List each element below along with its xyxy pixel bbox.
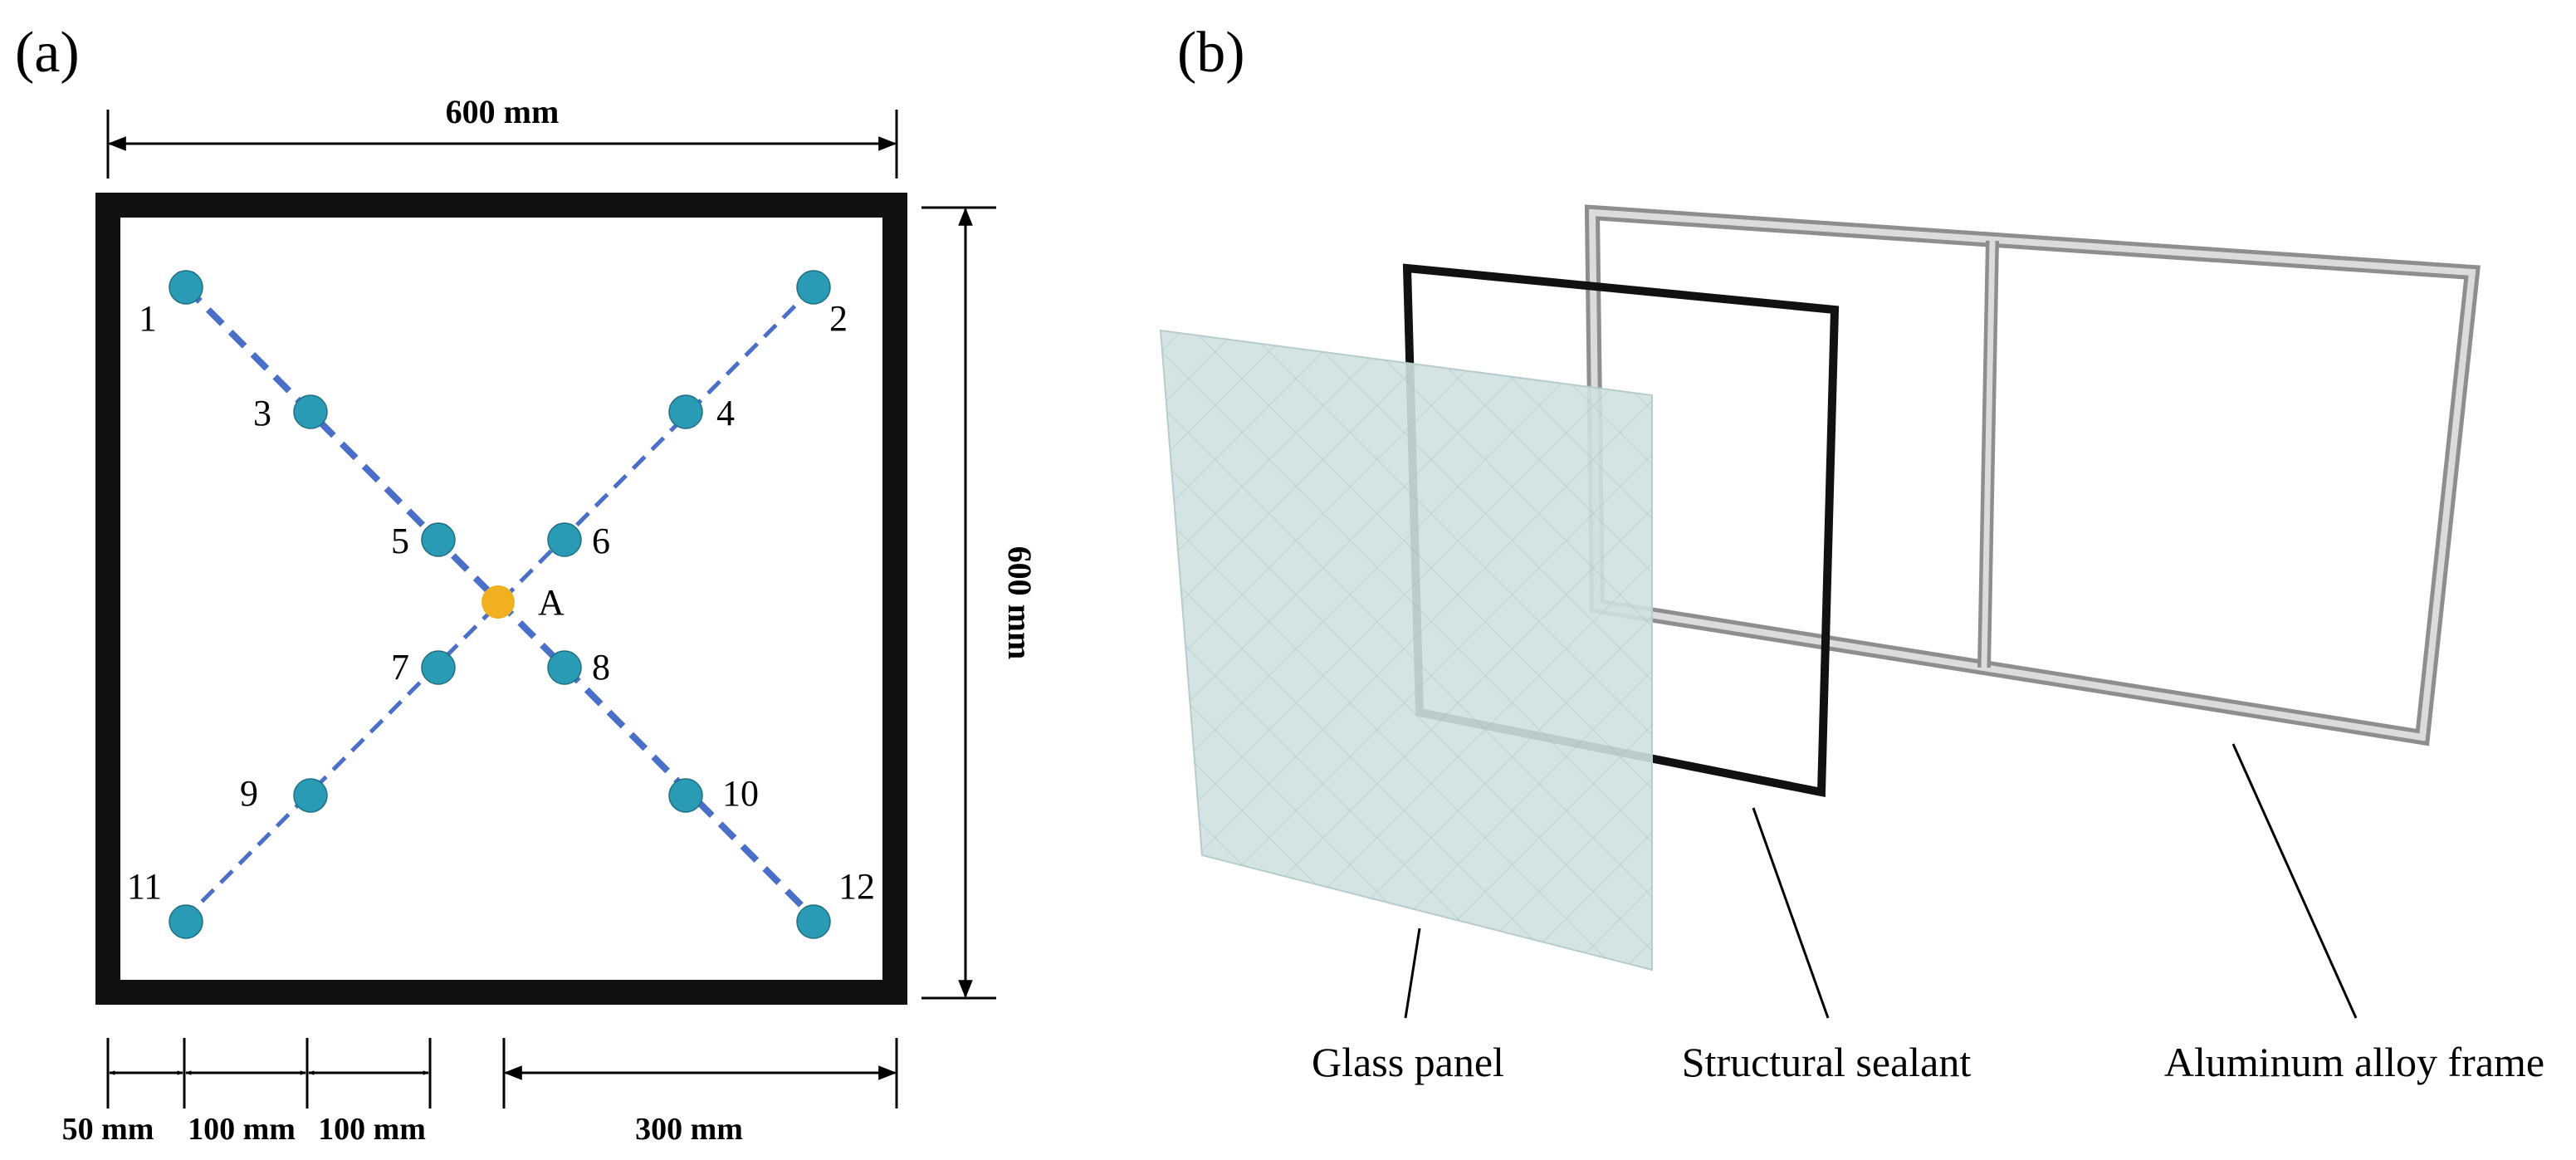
- dim-300mm-label: 300 mm: [635, 1112, 743, 1147]
- bottom-dimensions: 50 mm 100 mm 100 mm 300 mm: [62, 1038, 898, 1147]
- measurement-point-12: [796, 904, 831, 939]
- measurement-point-10: [668, 778, 703, 813]
- measurement-point-8: [547, 650, 582, 685]
- right-dimension: 600 mm: [921, 206, 1039, 1000]
- aluminum-alloy-frame: [1584, 204, 2481, 746]
- dim-100mm-a-label: 100 mm: [188, 1112, 296, 1147]
- center-point-label: A: [538, 582, 565, 623]
- measurement-point-9: [293, 778, 328, 813]
- center-point: [481, 585, 515, 619]
- measurement-point-1: [169, 270, 203, 305]
- measurement-point-7: [421, 650, 456, 685]
- dim-50mm-label: 50 mm: [62, 1112, 154, 1147]
- measurement-point-4: [668, 394, 703, 429]
- glass-panel-label: Glass panel: [1312, 1039, 1504, 1085]
- measurement-point-label-12: 12: [838, 866, 875, 907]
- panel-a-label: (a): [15, 21, 80, 85]
- dim-100mm-b-label: 100 mm: [318, 1112, 426, 1147]
- right-dimension-label: 600 mm: [1001, 546, 1039, 660]
- measurement-point-label-9: 9: [240, 773, 258, 814]
- diagonal-line-2-11: [184, 286, 815, 919]
- measurement-point-label-3: 3: [253, 393, 271, 433]
- measurement-point-label-10: 10: [722, 773, 759, 814]
- glass-panel: [1159, 329, 1653, 972]
- panel-b-label: (b): [1177, 21, 1245, 85]
- panel-b: (b) Glass panel Structural sealant Alumi…: [1159, 21, 2544, 1085]
- top-dimension: 600 mm: [106, 93, 898, 179]
- aluminum-alloy-frame-label: Aluminum alloy frame: [2164, 1039, 2544, 1085]
- measurement-point-label-11: 11: [127, 866, 162, 907]
- measurement-point-label-5: 5: [391, 521, 409, 561]
- structural-sealant-label: Structural sealant: [1682, 1039, 1972, 1085]
- measurement-point-label-7: 7: [391, 647, 409, 688]
- frame-leader: [2231, 743, 2358, 1019]
- measurement-point-label-8: 8: [592, 647, 610, 688]
- measurement-point-label-4: 4: [716, 393, 735, 433]
- measurement-point-label-6: 6: [592, 521, 610, 561]
- measurement-point-label-2: 2: [829, 298, 848, 339]
- top-dimension-label: 600 mm: [446, 93, 560, 130]
- measurement-point-5: [421, 522, 456, 557]
- measurement-point-11: [169, 904, 203, 939]
- measurement-point-label-1: 1: [139, 298, 157, 339]
- glass-panel-leader: [1404, 928, 1421, 1019]
- sealant-leader: [1752, 807, 1830, 1019]
- square-frame: [95, 193, 907, 1005]
- measurement-point-2: [796, 270, 831, 305]
- measurement-point-3: [293, 394, 328, 429]
- measurement-point-6: [547, 522, 582, 557]
